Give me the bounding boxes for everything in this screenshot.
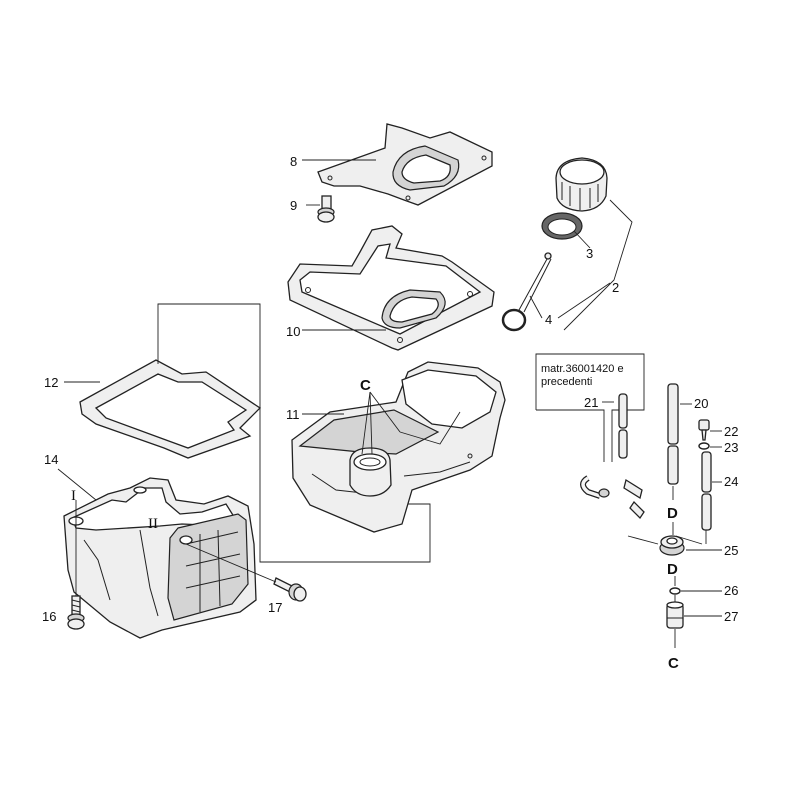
callout-23: 23	[724, 440, 738, 455]
roman-marker-2: II	[148, 516, 158, 532]
callout-21: 21	[584, 395, 598, 410]
connector-d-upper: D	[667, 505, 678, 522]
part-8-bracket-plate	[317, 123, 493, 206]
roman-marker-1: I	[71, 488, 76, 504]
part-26-washer	[669, 576, 681, 602]
part-10-gasket-frame	[287, 225, 495, 351]
callout-22: 22	[724, 424, 738, 439]
callout-26: 26	[724, 583, 738, 598]
callout-12: 12	[44, 375, 58, 390]
callout-14: 14	[44, 452, 58, 467]
part-21-tube	[618, 393, 628, 459]
tank-c-indicator	[361, 391, 461, 455]
callout-2: 2	[612, 280, 619, 295]
callout-27: 27	[724, 609, 738, 624]
part-25-grommet	[659, 522, 685, 556]
connector-d-lower: D	[667, 561, 678, 578]
part-3-seal-ring	[541, 212, 583, 240]
part-14-lower-housing	[63, 477, 257, 639]
part-22-valve	[698, 419, 710, 441]
assembly-frame-line	[157, 303, 431, 563]
part-24-tube	[701, 451, 712, 544]
callout-9: 9	[290, 198, 297, 213]
connector-c-filter: C	[668, 655, 679, 672]
callout-8: 8	[290, 154, 297, 169]
part-27-fuel-filter	[666, 601, 684, 648]
callout-24: 24	[724, 474, 738, 489]
note-line-1: matr.36001420 e	[541, 363, 624, 375]
part-17-screw	[185, 543, 307, 602]
note-box: matr.36001420 e precedenti	[535, 353, 645, 462]
callout-11: 11	[286, 407, 300, 422]
part-4-strap	[501, 252, 552, 332]
callout-16: 16	[42, 609, 56, 624]
leader-lines	[57, 159, 722, 617]
callout-17: 17	[268, 600, 282, 615]
callout-3: 3	[586, 246, 593, 261]
part-20-tube	[667, 383, 679, 500]
part-16-screw	[67, 500, 85, 630]
note-line-2: precedenti	[541, 376, 592, 388]
callout-4: 4	[545, 312, 552, 327]
callout-20: 20	[694, 396, 708, 411]
part-23-oring	[698, 442, 710, 450]
callout-25: 25	[724, 543, 738, 558]
connector-c-tank: C	[360, 377, 371, 394]
part-12-filter-plate	[79, 359, 262, 459]
part-11-fuel-tank	[291, 361, 506, 533]
part-2-fuel-cap	[555, 157, 608, 212]
part-9-bolt	[317, 195, 335, 223]
callout-10: 10	[286, 324, 300, 339]
fuel-hose-assembly	[580, 475, 703, 545]
